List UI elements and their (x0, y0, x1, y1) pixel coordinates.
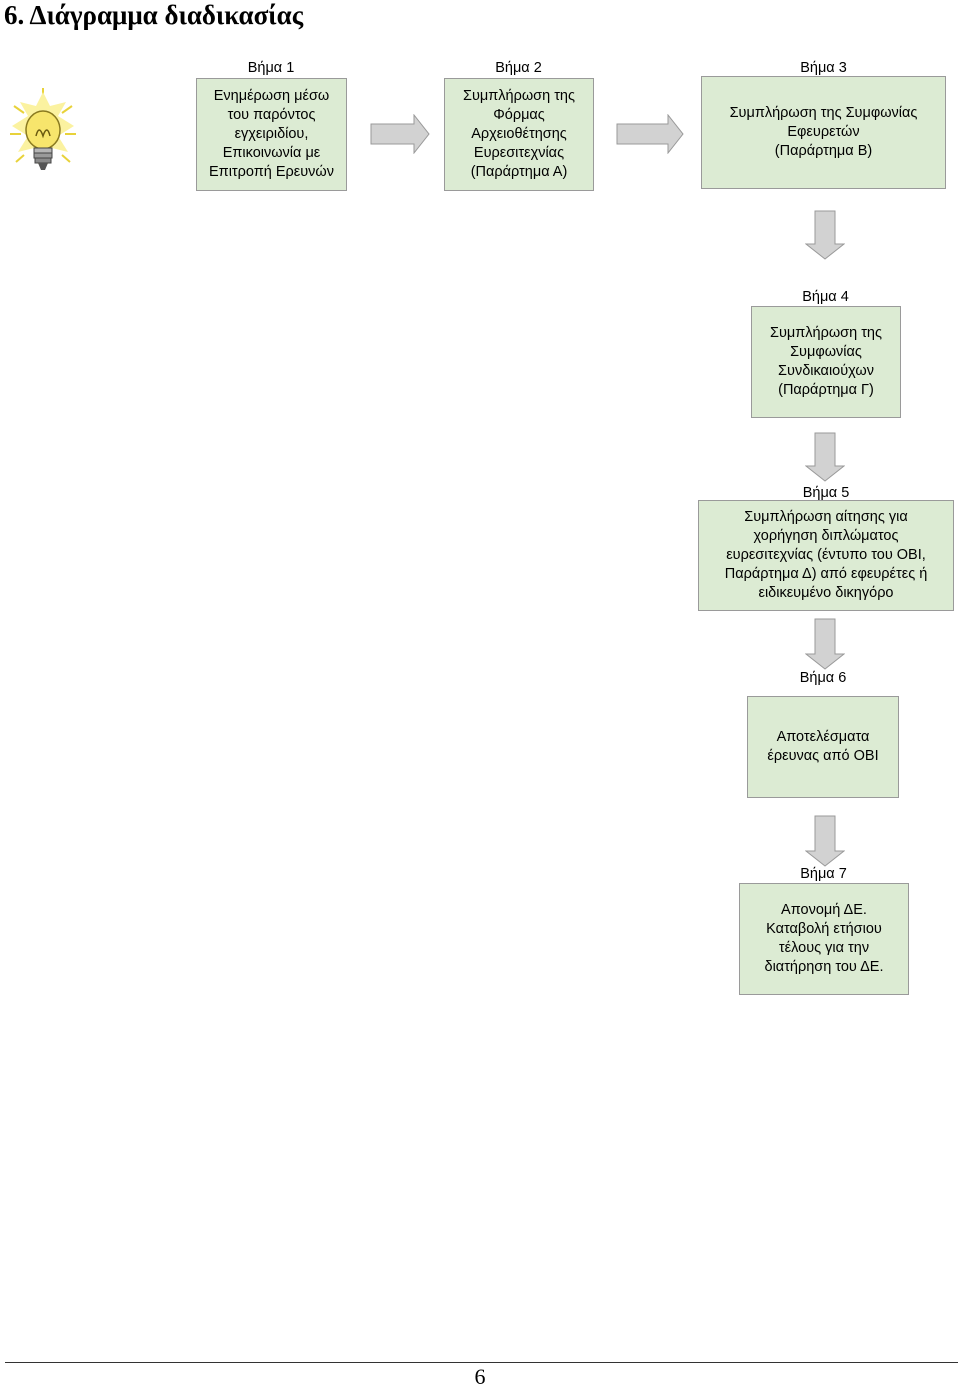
step-1-box: Ενημέρωση μέσω του παρόντος εγχειριδίου,… (196, 78, 347, 191)
lightbulb-icon (10, 88, 76, 170)
step-5-text: Συμπλήρωση αίτησης για χορήγηση διπλώματ… (724, 509, 928, 601)
step-4-label: Βήμα 4 (802, 289, 849, 305)
step-6-box: Αποτελέσματα έρευνας από ΟΒΙ (747, 696, 899, 798)
step-5-label: Βήμα 5 (802, 485, 850, 501)
arrow-step5-to-step6 (805, 618, 845, 670)
step-3-label: Βήμα 3 (800, 60, 847, 76)
step-1-text: Ενημέρωση μέσω του παρόντος εγχειριδίου,… (209, 88, 334, 180)
step-3-text: Συμπλήρωση της Συμφωνίας Εφευρετών (Παρά… (729, 105, 918, 159)
step-4-box: Συμπλήρωση της Συμφωνίας Συνδικαιούχων (… (751, 306, 901, 418)
step-5-box: Συμπλήρωση αίτησης για χορήγηση διπλώματ… (698, 500, 954, 611)
page-title: 6. Διάγραμμα διαδικασίας (4, 0, 304, 30)
step-3-box: Συμπλήρωση της Συμφωνίας Εφευρετών (Παρά… (701, 76, 946, 189)
arrow-step2-to-step3 (616, 114, 684, 154)
step-1-label: Βήμα 1 (247, 60, 295, 76)
page-number: 6 (474, 1364, 486, 1389)
arrow-step3-to-step4 (805, 210, 845, 260)
step-7-label: Βήμα 7 (800, 866, 847, 882)
step-2-label: Βήμα 2 (495, 60, 542, 76)
arrow-step6-to-step7 (805, 815, 845, 867)
step-6-label: Βήμα 6 (799, 670, 847, 686)
step-6-text: Αποτελέσματα έρευνας από ΟΒΙ (767, 729, 879, 764)
arrow-step4-to-step5 (805, 432, 845, 482)
step-2-text: Συμπλήρωση της Φόρμας Αρχειοθέτησης Ευρε… (463, 88, 575, 180)
step-4-text: Συμπλήρωση της Συμφωνίας Συνδικαιούχων (… (770, 325, 882, 398)
arrow-step1-to-step2 (370, 114, 430, 154)
step-7-text: Απονομή ΔΕ. Καταβολή ετήσιου τέλους για … (764, 902, 884, 975)
step-2-box: Συμπλήρωση της Φόρμας Αρχειοθέτησης Ευρε… (444, 78, 594, 191)
footer-divider (5, 1362, 958, 1363)
step-7-box: Απονομή ΔΕ. Καταβολή ετήσιου τέλους για … (739, 883, 909, 995)
